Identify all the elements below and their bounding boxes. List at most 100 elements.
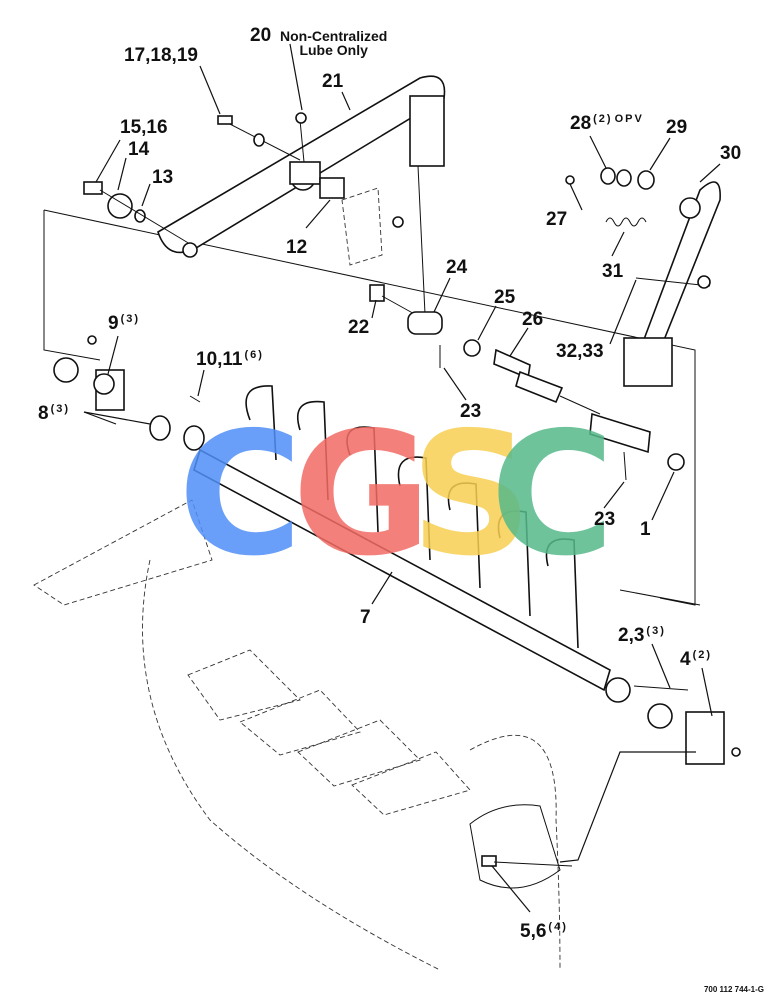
qty-5-6: (4) (548, 921, 568, 933)
leader-25 (477, 305, 497, 341)
watermark-letter-2: G (292, 410, 432, 580)
bearing-part-8b (149, 415, 171, 441)
leader-22 (371, 299, 377, 319)
leader-7 (371, 571, 393, 605)
leader-32 (609, 279, 637, 345)
arm-plate-30 (623, 337, 673, 387)
leader-13 (141, 183, 151, 207)
callout-23b: 23 (594, 509, 616, 530)
callout-12: 12 (286, 237, 308, 258)
tube-part-7 (193, 448, 611, 692)
watermark-g: G (292, 396, 432, 594)
housing-right (469, 734, 561, 971)
nut (392, 216, 404, 228)
rod-line (559, 395, 601, 415)
leader-24 (433, 277, 451, 313)
callout-22: 22 (348, 317, 370, 338)
callout-25: 25 (494, 287, 516, 308)
callout-10-11: 10,11(6) (196, 349, 264, 370)
bearing-part-14 (107, 193, 133, 219)
bolt-part-15 (83, 181, 103, 195)
bolt-line-5 (493, 861, 573, 867)
bolt-part-5 (481, 855, 497, 867)
leader-14 (117, 157, 127, 191)
leader-12 (305, 199, 331, 229)
leader-27 (569, 183, 583, 211)
callout-20-note: Non-Centralized Lube Only (280, 29, 387, 57)
turnbuckle (589, 412, 651, 454)
leader-8b (83, 411, 151, 425)
guard-4 (351, 751, 471, 816)
nut-part-33 (697, 275, 711, 289)
guard-2 (239, 689, 361, 756)
leader-31 (611, 231, 625, 257)
leader-26 (509, 327, 529, 357)
leader-21 (341, 91, 351, 111)
leader-17 (199, 65, 221, 115)
callout-30: 30 (720, 143, 742, 164)
lube-fitting-line (299, 119, 305, 163)
document-number: 700 112 744-1-G (703, 985, 764, 994)
housing-outline (142, 559, 441, 971)
bearing-right (605, 677, 631, 703)
callout-7: 7 (360, 607, 371, 628)
leader-4 (701, 667, 713, 717)
leader-2 (651, 643, 671, 689)
note-line-2: Lube Only (299, 42, 368, 58)
callout-15-16: 15,16 (120, 117, 168, 138)
callout-26: 26 (522, 309, 544, 330)
bracket-ghost (341, 187, 383, 266)
reference-frame-bottom (619, 589, 701, 606)
leader-15 (95, 139, 121, 183)
bearing-right-2 (647, 703, 673, 729)
callout-27: 27 (546, 209, 568, 230)
bolt-part-2 (633, 685, 689, 691)
bushing-part-29 (679, 197, 701, 219)
leader-5 (491, 865, 531, 913)
reference-frame-top (43, 209, 696, 606)
collar (183, 425, 205, 451)
guard-1 (187, 649, 301, 721)
bolt-part-17 (217, 115, 233, 125)
leader-29 (649, 137, 671, 171)
watermark-letter-4: C (490, 410, 615, 580)
callout-4: 4(2) (680, 649, 713, 670)
qty-9: (3) (120, 313, 141, 325)
watermark-letter-1: C (178, 410, 303, 580)
callout-20: 20 (250, 25, 272, 46)
sleeve-part-12 (319, 177, 345, 199)
leader-28 (589, 135, 607, 169)
qty-4: (2) (692, 649, 713, 661)
lube-fitting-part-20 (295, 112, 307, 124)
link-line (417, 165, 426, 315)
bearing-housing (93, 373, 115, 395)
leader-8 (83, 411, 117, 425)
clevis-part-24 (407, 311, 443, 335)
guard-left (33, 499, 213, 606)
rod-end-part-26 (515, 370, 564, 404)
pin-part-22 (369, 284, 385, 302)
nut-part-3 (731, 747, 741, 757)
arm-plate (409, 95, 445, 167)
callout-5-6: 5,6(4) (520, 921, 568, 942)
watermark-c1: C (178, 396, 303, 594)
reference-frame-left (43, 210, 101, 361)
bolt-part-10 (189, 395, 201, 403)
qty-10-11: (6) (244, 349, 264, 361)
watermark-s: S (410, 396, 533, 594)
callout-17-18-19: 17,18,19 (124, 45, 198, 66)
callout-29: 29 (666, 117, 688, 138)
leader-30 (699, 163, 721, 183)
callout-32-33: 32,33 (556, 341, 604, 362)
callout-13: 13 (152, 167, 174, 188)
callout-24: 24 (446, 257, 468, 278)
washer-part-27 (565, 175, 575, 185)
callout-8: 8(3) (38, 403, 71, 424)
leader-9 (107, 335, 119, 375)
bolt-line-32 (635, 277, 711, 287)
bearing-part-8 (53, 357, 79, 383)
nut-part-25 (463, 339, 481, 357)
leader-23b (603, 481, 625, 509)
leader-20 (289, 43, 303, 111)
spring-part-31 (605, 217, 647, 227)
